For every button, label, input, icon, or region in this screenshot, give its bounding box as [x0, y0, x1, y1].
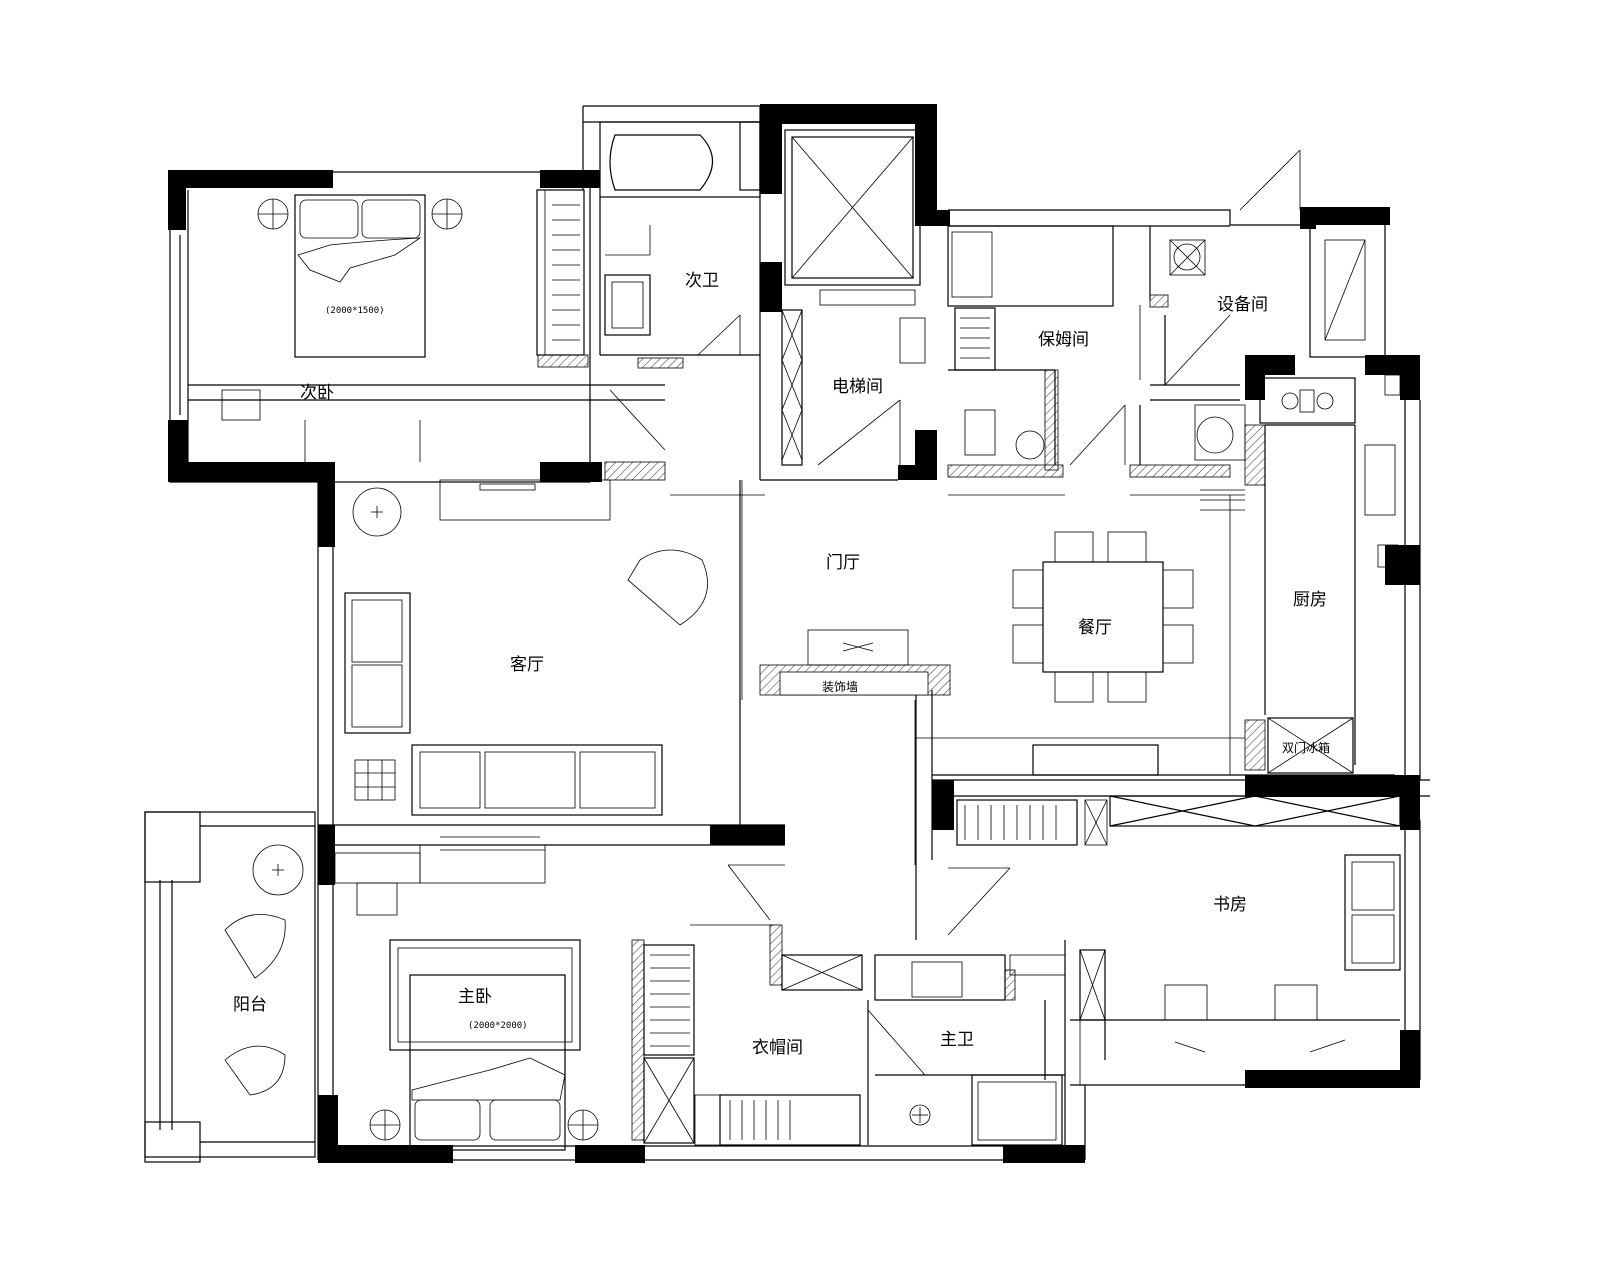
- master-bath-fixtures: [874, 940, 1066, 1146]
- dimension-lines: [440, 305, 1245, 926]
- label-decor-wall: 装饰墙: [822, 680, 858, 694]
- label-second-bath: 次卫: [685, 271, 719, 291]
- label-elevator-room: 电梯间: [832, 377, 883, 397]
- second-bedroom-furniture: [188, 189, 666, 462]
- label-walk-in-closet: 衣帽间: [752, 1038, 803, 1058]
- label-master-bedroom: 主卧: [458, 987, 492, 1007]
- label-nanny-room: 保姆间: [1038, 330, 1089, 350]
- label-equipment-room: 设备间: [1217, 295, 1268, 315]
- elevator-shaft: [784, 129, 921, 306]
- label-master-bed-size: (2000*2000): [468, 1021, 528, 1031]
- label-balcony: 阳台: [233, 995, 267, 1015]
- label-second-bedroom: 次卧: [300, 383, 334, 403]
- second-bath-fixtures: [599, 121, 761, 356]
- master-bedroom-furniture: [334, 844, 599, 1151]
- room-labels: 次卧 次卫 电梯间 保姆间 设备间 客厅 门厅 餐厅 厨房 装饰墙 双门冰箱 书…: [233, 271, 1330, 1058]
- outline-lines: [144, 105, 1430, 1163]
- dining-room-furniture: [807, 531, 1194, 703]
- elevator-lobby: [759, 309, 926, 481]
- walk-in-closet: [643, 864, 926, 1146]
- equipment-room: [1139, 149, 1366, 465]
- label-kitchen: 厨房: [1293, 590, 1327, 610]
- hatched-walls: [537, 294, 1266, 1141]
- label-living-room: 客厅: [510, 655, 544, 675]
- label-second-bed-size: (2000*1500): [325, 306, 385, 316]
- study-furniture: [947, 799, 1401, 1085]
- nanny-room-furniture: [947, 225, 1126, 466]
- label-dining-room: 餐厅: [1078, 618, 1112, 638]
- label-fridge: 双门冰箱: [1282, 740, 1330, 755]
- label-study: 书房: [1213, 895, 1247, 915]
- label-master-bath: 主卫: [940, 1030, 974, 1050]
- structural-columns: [168, 104, 1420, 1163]
- living-room-furniture: [344, 479, 708, 816]
- label-foyer: 门厅: [826, 553, 860, 573]
- balcony-furniture: [224, 844, 304, 1096]
- kitchen-fixtures: [1200, 374, 1401, 774]
